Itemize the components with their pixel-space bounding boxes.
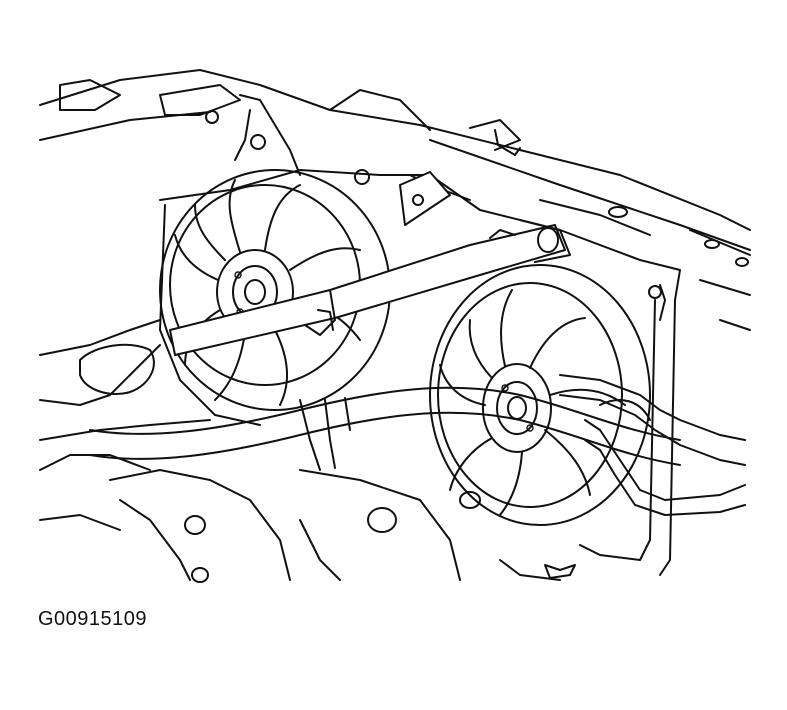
figure-code: G00915109 xyxy=(38,608,148,630)
radiator-support-bar xyxy=(169,171,571,356)
ac-lines xyxy=(559,284,746,516)
engine-bay-background xyxy=(39,69,751,583)
right-cooling-fan xyxy=(429,264,651,526)
radiator-hose xyxy=(89,386,681,471)
